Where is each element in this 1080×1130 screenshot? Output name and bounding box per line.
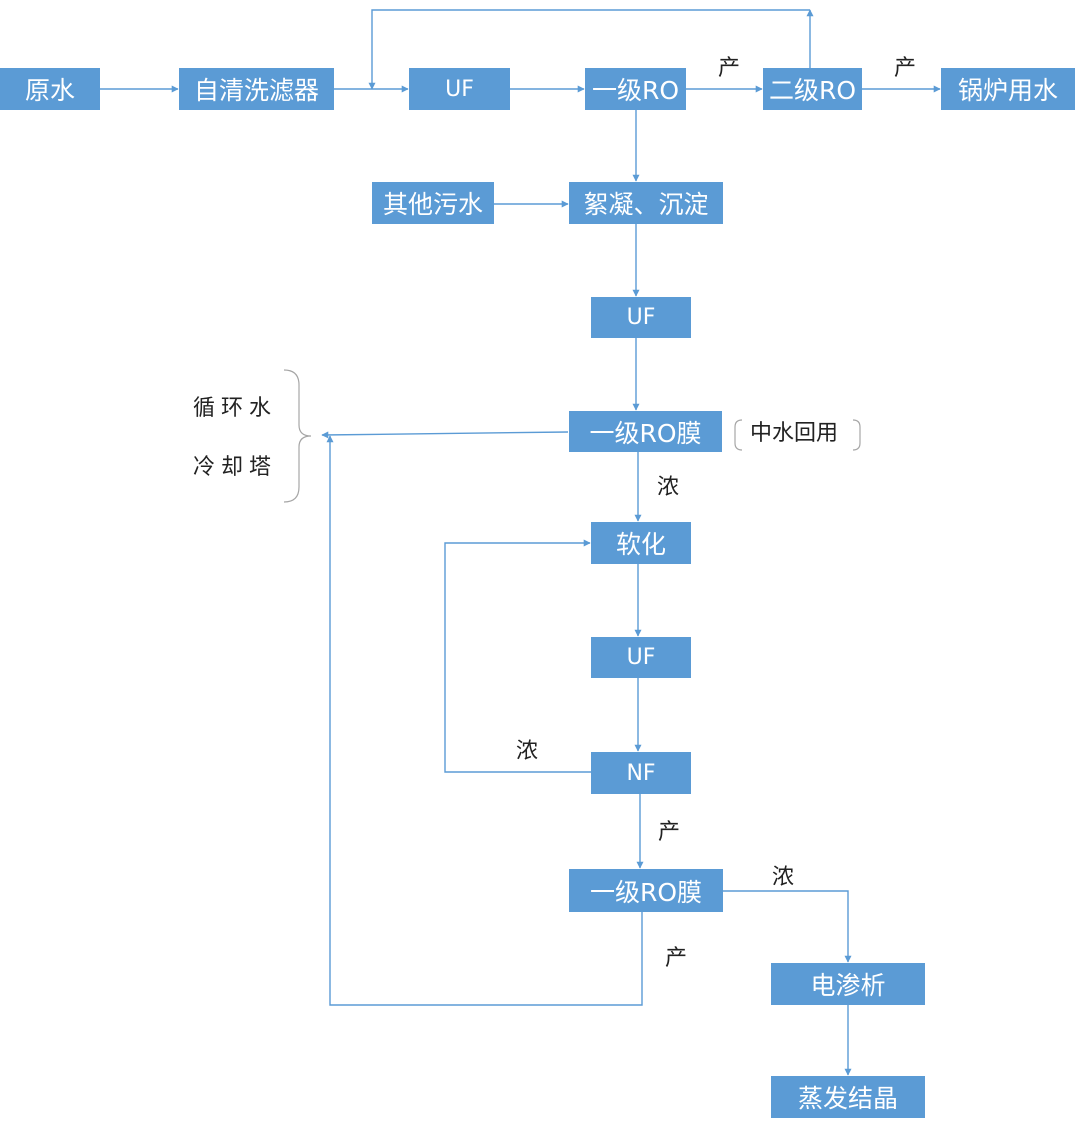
reuse-bracket-left — [734, 419, 743, 451]
node-uf-low: UF — [591, 637, 691, 678]
cooling-tower-line2: 冷却塔 — [193, 455, 278, 480]
node-electrodialysis: 电渗析 — [771, 963, 925, 1005]
node-raw-water: 原水 — [0, 68, 100, 110]
node-ro-membrane-2: 一级RO膜 — [569, 869, 723, 912]
arrow-romem2-product-to-cooling — [326, 435, 643, 1006]
reuse-bracket-right — [852, 419, 861, 451]
node-self-cleaning-filter: 自清洗滤器 — [179, 68, 334, 110]
label-concentrate-romem1: 浓 — [657, 475, 680, 500]
node-evaporation-crystallization: 蒸发结晶 — [771, 1076, 925, 1118]
node-ro-membrane-1: 一级RO膜 — [569, 411, 722, 452]
label-product-ro1: 产 — [718, 56, 741, 81]
cooling-brace — [283, 369, 312, 503]
node-boiler-water: 锅炉用水 — [941, 68, 1075, 110]
node-uf-mid: UF — [591, 297, 691, 338]
arrow-romem2-to-ed — [723, 890, 852, 963]
reuse-note: 中水回用 — [750, 421, 839, 446]
label-product-romem2: 产 — [665, 946, 688, 971]
arrow-nf-loop — [444, 539, 591, 773]
node-ro1-top: 一级RO — [585, 68, 686, 110]
node-ro2-top: 二级RO — [763, 68, 862, 110]
node-softening: 软化 — [591, 522, 691, 564]
cooling-tower-line1: 循环水 — [193, 396, 278, 421]
label-concentrate-romem2: 浓 — [772, 865, 795, 890]
node-flocculation: 絮凝、沉淀 — [569, 182, 723, 224]
arrow-recycle-down — [368, 9, 810, 90]
arrow-romem-to-cooling — [321, 431, 569, 439]
label-concentrate-nf: 浓 — [516, 739, 539, 764]
node-other-wastewater: 其他污水 — [372, 182, 494, 224]
node-uf-top: UF — [409, 68, 510, 110]
label-product-ro2: 产 — [894, 56, 917, 81]
node-nf: NF — [591, 752, 691, 794]
label-product-nf: 产 — [658, 820, 681, 845]
